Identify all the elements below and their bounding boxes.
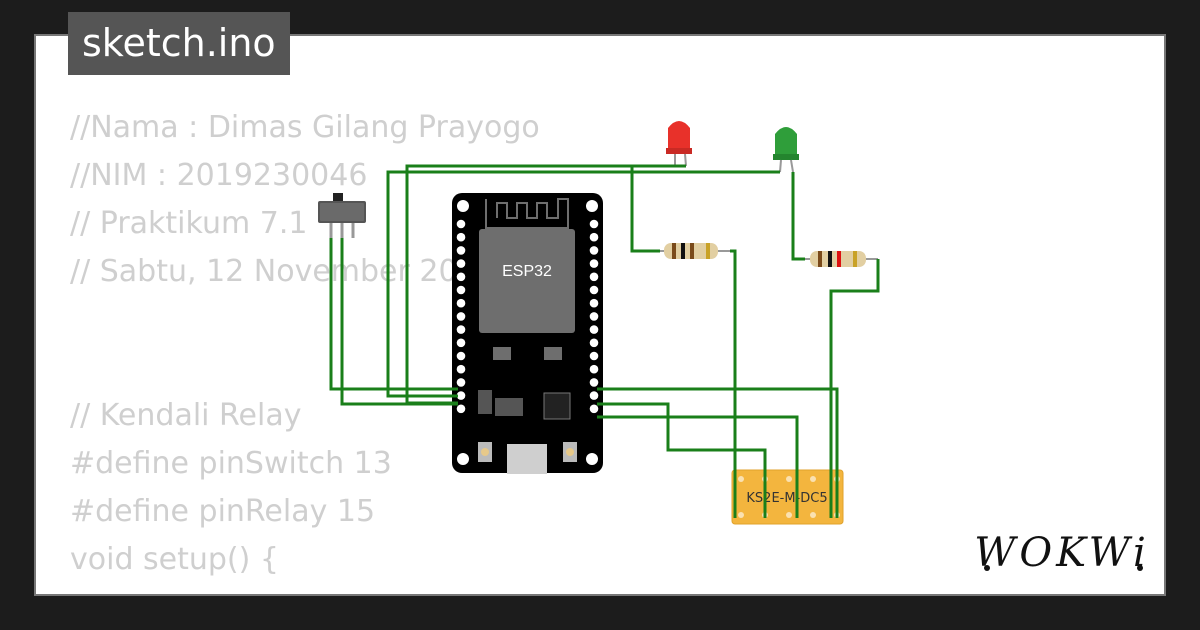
resistor-1[interactable] <box>655 243 730 259</box>
header-pin <box>456 246 466 255</box>
header-pin <box>589 404 599 414</box>
header-pin <box>589 298 599 308</box>
header-pin <box>456 259 466 268</box>
header-pin <box>456 338 466 348</box>
code-line: //Nama : Dimas Gilang Prayogo <box>70 110 540 145</box>
header-pin <box>589 391 599 400</box>
header-pin <box>589 338 599 348</box>
header-pin <box>589 351 599 361</box>
header-pin <box>589 232 599 242</box>
wokwi-logo: WOKWi <box>974 530 1150 576</box>
header-pin <box>589 272 599 282</box>
header-pin <box>456 298 466 308</box>
red-led[interactable] <box>666 121 692 167</box>
esp32-board[interactable]: ESP32 <box>452 193 603 474</box>
header-pin <box>589 312 599 321</box>
wire-red-led-resistor <box>630 164 686 253</box>
header-pin <box>456 391 466 400</box>
esp32-left-pins <box>456 219 466 414</box>
resistor-2[interactable] <box>800 251 878 267</box>
code-line: // Kendali Relay <box>70 398 302 433</box>
code-line: void setup() { <box>70 542 279 577</box>
esp32-chip-label: ESP32 <box>502 263 552 280</box>
canvas-panel: //Nama : Dimas Gilang Prayogo //NIM : 201… <box>34 34 1166 596</box>
header-pin <box>456 404 466 414</box>
header-pin <box>589 325 599 334</box>
wire-red-led <box>405 164 675 405</box>
code-editor[interactable]: //Nama : Dimas Gilang Prayogo //NIM : 201… <box>70 104 632 594</box>
wires <box>329 164 880 518</box>
header-pin <box>589 246 599 255</box>
header-pin <box>589 364 599 374</box>
header-pin <box>589 219 599 229</box>
relay-module[interactable]: KS2E-M-DC5 <box>731 469 844 525</box>
header-pin <box>456 364 466 374</box>
slide-switch[interactable] <box>318 193 366 238</box>
code-line: // Praktikum 7.1 <box>70 206 308 241</box>
wire-green-led-resistor <box>791 172 805 261</box>
header-pin <box>456 351 466 361</box>
wire-3v3-relay <box>597 415 799 518</box>
wire-gnd-relay <box>597 402 767 518</box>
header-pin <box>589 378 599 387</box>
code-line: pinMode(pinSwitch, INPUT_PULLUP); <box>70 584 632 594</box>
relay-label: KS2E-M-DC5 <box>746 491 827 506</box>
header-pin <box>456 219 466 229</box>
code-line: #define pinRelay 15 <box>70 494 376 529</box>
header-pin <box>589 285 599 295</box>
header-pin <box>456 325 466 334</box>
header-pin <box>589 259 599 268</box>
file-tab-label: sketch.ino <box>82 21 276 65</box>
header-pin <box>456 285 466 295</box>
wokwi-logo-text: WOKWi <box>974 530 1150 576</box>
wire-switch-2 <box>340 238 458 406</box>
wire-resistor2-relay <box>829 259 880 518</box>
wire-switch-1 <box>329 238 458 391</box>
code-line: #define pinSwitch 13 <box>70 446 392 481</box>
esp32-right-pins <box>589 219 599 414</box>
header-pin <box>456 272 466 282</box>
wire-green-led <box>386 170 780 398</box>
green-led[interactable] <box>773 127 799 173</box>
wire-d15-relay <box>597 387 839 518</box>
header-pin <box>456 232 466 242</box>
wire-resistor1-relay <box>730 249 737 518</box>
header-pin <box>456 312 466 321</box>
header-pin <box>456 378 466 387</box>
code-line: //NIM : 2019230046 <box>70 158 368 193</box>
file-tab[interactable]: sketch.ino <box>68 12 290 75</box>
